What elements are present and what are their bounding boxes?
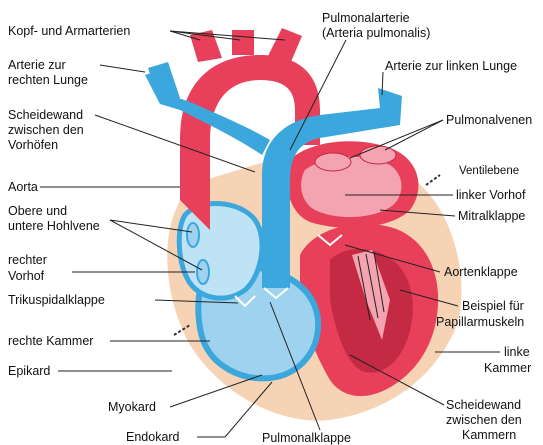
- label-hohlvene-1: Obere und: [8, 204, 67, 218]
- pulmonary-vein-2: [360, 146, 396, 164]
- label-trikuspidalklappe: Trikuspidalklappe: [8, 293, 105, 307]
- label-scheidewand-vorhoefe-2: zwischen den: [8, 123, 84, 137]
- pulmonary-vein-1: [315, 153, 351, 171]
- label-hohlvene-2: untere Hohlvene: [8, 219, 100, 233]
- label-aorta: Aorta: [8, 180, 38, 194]
- label-pulmonalklappe: Pulmonalklappe: [262, 431, 351, 445]
- vena-cava-opening-lower: [197, 260, 209, 284]
- label-pulmonalvenen: Pulmonalvenen: [446, 113, 532, 127]
- label-scheidewand-kammern-2: zwischen den: [446, 413, 522, 427]
- label-endokard: Endokard: [126, 430, 180, 444]
- aortic-branch-2: [232, 30, 254, 55]
- label-rechte-kammer: rechte Kammer: [8, 334, 93, 348]
- label-scheidewand-vorhoefe-1: Scheidewand: [8, 108, 83, 122]
- label-aortenklappe: Aortenklappe: [444, 265, 518, 279]
- label-linker-vorhof: linker Vorhof: [456, 188, 526, 202]
- label-arterie-linke-lunge: Arterie zur linken Lunge: [385, 59, 517, 73]
- label-scheidewand-vorhoefe-3: Vorhöfen: [8, 138, 58, 152]
- label-arterie-rechte-lunge-2: rechten Lunge: [8, 73, 88, 87]
- vena-cava-opening-upper: [187, 223, 199, 247]
- label-myokard: Myokard: [108, 400, 156, 414]
- label-kopf-armarterien: Kopf- und Armarterien: [8, 24, 130, 38]
- right-atrium: [179, 204, 262, 299]
- label-mitralklappe: Mitralklappe: [458, 209, 525, 223]
- label-arterie-rechte-lunge-1: Arterie zur: [8, 58, 66, 72]
- label-linke-kammer-1: linke: [504, 345, 530, 359]
- label-rechter-vorhof-1: rechter: [8, 253, 47, 267]
- label-pulmonalarterie-sub: (Arteria pulmonalis): [322, 26, 430, 40]
- label-epikard: Epikard: [8, 364, 50, 378]
- label-papillarmuskeln-2: Papillarmuskeln: [436, 315, 524, 329]
- label-ventilebene: Ventilebene: [459, 165, 519, 177]
- label-linke-kammer-2: Kammer: [484, 361, 531, 375]
- label-papillarmuskeln-1: Beispiel für: [462, 299, 524, 313]
- label-rechter-vorhof-2: Vorhof: [8, 269, 45, 283]
- valve-plane-line: [426, 175, 440, 185]
- label-scheidewand-kammern-1: Scheidewand: [446, 398, 521, 412]
- label-scheidewand-kammern-3: Kammern: [462, 428, 516, 442]
- label-pulmonalarterie: Pulmonalarterie: [322, 11, 410, 25]
